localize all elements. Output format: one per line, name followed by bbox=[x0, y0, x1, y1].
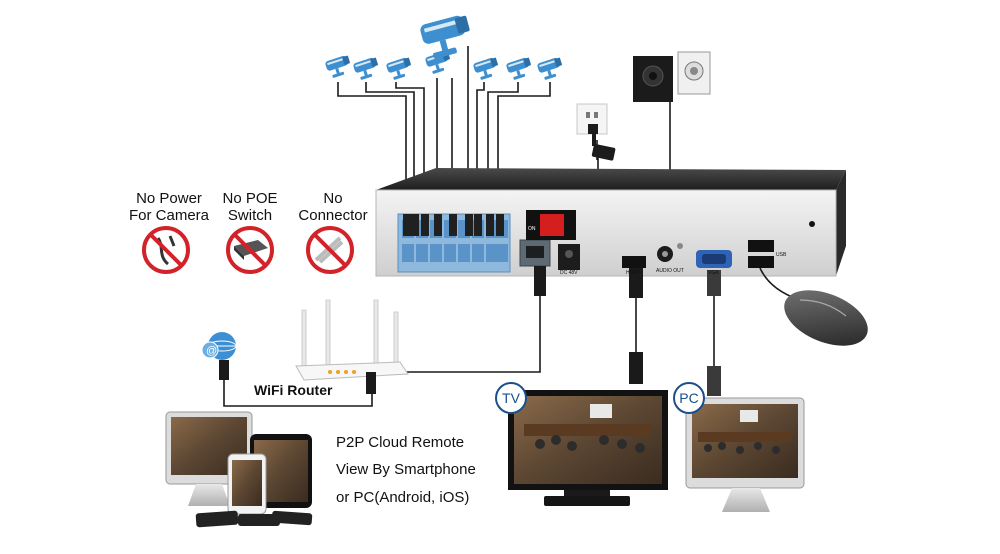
no-poe-switch-icon bbox=[226, 226, 274, 274]
mobile-and-pc-devices bbox=[165, 411, 313, 528]
hdmi-plug-icon bbox=[629, 352, 643, 384]
ip-camera-icon bbox=[536, 56, 566, 82]
warning-label-no-connector: No Connector bbox=[298, 190, 368, 224]
ethernet-plug-icon bbox=[366, 372, 376, 394]
svg-text:@: @ bbox=[206, 345, 217, 357]
ethernet-plug-icon bbox=[534, 266, 546, 296]
hdmi-label: HDMI bbox=[626, 270, 639, 276]
on-label: ON bbox=[528, 226, 536, 232]
no-connector-icon bbox=[306, 226, 354, 274]
ethernet-plug-icon bbox=[219, 360, 229, 380]
pc-badge: PC bbox=[673, 382, 705, 414]
ip-camera-icon bbox=[472, 56, 502, 82]
power-adapter bbox=[576, 103, 616, 161]
mouse-icon bbox=[784, 290, 868, 346]
p2p-line-2: View By Smartphone bbox=[336, 461, 476, 478]
tv-badge: TV bbox=[495, 382, 527, 414]
router-label: WiFi Router bbox=[254, 382, 333, 398]
internet-globe-icon: @ bbox=[201, 332, 237, 360]
speakers-icon bbox=[633, 51, 711, 102]
ip-camera-large-icon bbox=[419, 13, 475, 61]
vga-label: VGA bbox=[708, 270, 719, 276]
ip-camera-icon bbox=[385, 56, 415, 82]
nvr-recorder bbox=[375, 168, 846, 277]
warning-label-no-poe: No POE Switch bbox=[222, 190, 278, 224]
p2p-line-1: P2P Cloud Remote bbox=[336, 434, 465, 451]
dc-label: DC 48V bbox=[560, 270, 578, 276]
output-cables bbox=[402, 266, 801, 384]
pc-monitor bbox=[685, 397, 805, 512]
ip-camera-icon bbox=[324, 54, 354, 80]
vga-plug-icon bbox=[707, 270, 721, 296]
audio-label: AUDIO OUT bbox=[656, 268, 684, 274]
tv-monitor bbox=[508, 390, 668, 506]
p2p-line-3: or PC(Android, iOS) bbox=[336, 489, 470, 506]
usb-label: USB bbox=[776, 252, 787, 258]
off-label: OFF bbox=[566, 226, 576, 232]
ip-camera-icon bbox=[505, 56, 535, 82]
vga-plug-icon bbox=[707, 366, 721, 396]
wifi-router-icon bbox=[295, 299, 409, 381]
no-power-icon bbox=[142, 226, 190, 274]
ip-camera-icon bbox=[352, 56, 382, 82]
hdmi-plug-icon bbox=[629, 268, 643, 298]
warning-label-no-power: No Power For Camera bbox=[128, 190, 210, 224]
ip-cameras bbox=[324, 13, 566, 82]
